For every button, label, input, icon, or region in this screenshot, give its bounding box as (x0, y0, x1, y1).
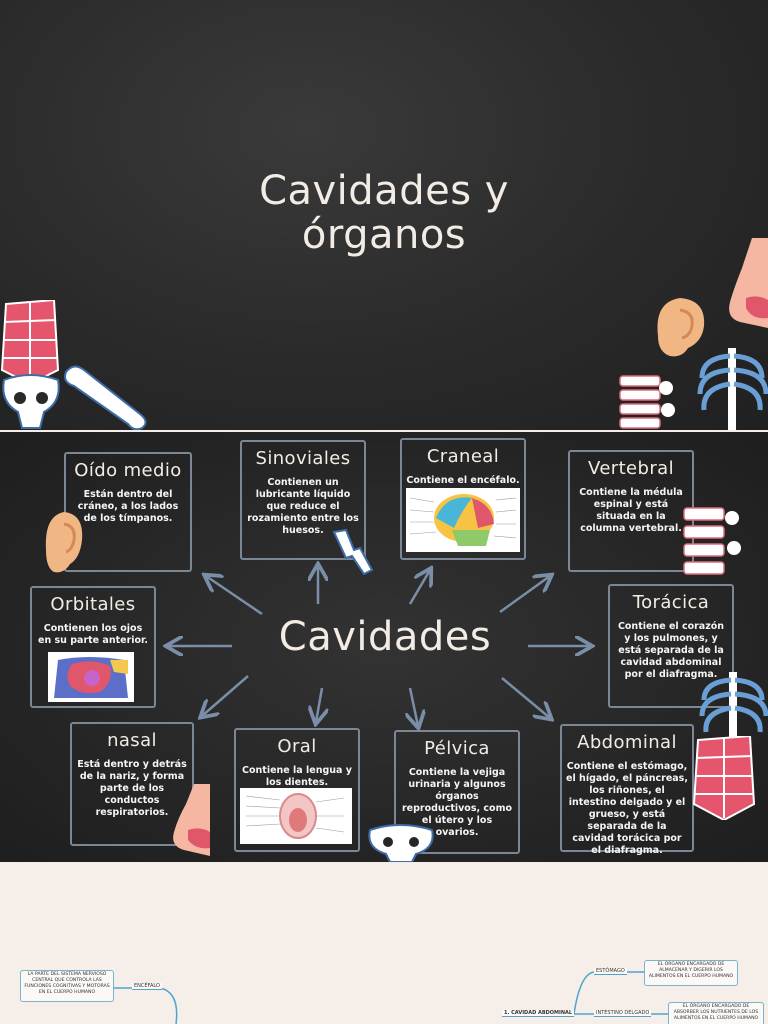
box-title: Sinoviales (255, 448, 351, 469)
box-text: Está dentro y detrás de la nariz, y form… (77, 759, 187, 818)
vertebra-icon (619, 375, 675, 429)
cavities-diagram-slide: Cavidades Oído medio Están dentro del cr… (0, 432, 768, 862)
box-text: Contienen un lubricante líquido que redu… (247, 477, 359, 536)
box-craneal: Craneal Contiene el encéfalo. (400, 438, 526, 560)
cavidad-abdominal-node: 1. CAVIDAD ABDOMINAL (502, 1010, 575, 1017)
arrow-to-pelvica (410, 687, 418, 726)
box-title: Oral (277, 736, 317, 757)
box-text: Contiene el encéfalo. (406, 475, 520, 486)
intestino-description-box: EL ÓRGANO ENCARGADO DE ABSORBER LOS NUTR… (668, 1002, 764, 1024)
mouth-diagram-image (240, 788, 352, 844)
box-title: Pélvica (424, 738, 490, 759)
arrow-to-nasal (202, 675, 249, 716)
arrow-to-oral (316, 687, 322, 722)
box-toracica: Torácica Contiene el corazón y los pulmo… (608, 584, 734, 708)
box-text: Contiene el corazón y los pulmones, y es… (617, 621, 725, 680)
box-text: Contiene la vejiga urinaria y algunos ór… (401, 767, 512, 838)
nose-icon (729, 238, 768, 328)
mind-map-connectors (114, 971, 668, 1024)
box-text: Contiene el estómago, el hígado, el pánc… (566, 761, 688, 856)
knee-joint-icon (332, 528, 374, 576)
arrow-to-oido-medio (206, 576, 263, 616)
skull-diagram-image (406, 488, 520, 552)
box-title: nasal (107, 730, 157, 751)
box-orbitales: Orbitales Contienen los ojos en su parte… (30, 586, 156, 708)
orbit-diagram-image (48, 652, 134, 702)
rib-cage-icon (699, 672, 768, 748)
diagram-arrows (0, 432, 768, 862)
ear-icon (45, 512, 83, 573)
box-title: Abdominal (577, 732, 677, 753)
ear-icon (657, 298, 705, 357)
abdominal-muscle-icon (692, 736, 756, 820)
arrow-to-abdominal (501, 677, 550, 718)
box-title: Craneal (426, 446, 500, 467)
box-oido-medio: Oído medio Están dentro del cráneo, a lo… (64, 452, 192, 572)
rib-cage-icon (697, 348, 768, 430)
box-pelvica: Pélvica Contiene la vejiga urinaria y al… (394, 730, 520, 854)
box-text: Contiene la médula espinal y está situad… (579, 487, 683, 534)
box-abdominal: Abdominal Contiene el estómago, el hígad… (560, 724, 694, 856)
mind-map-slide: LA PARTE DEL SISTEMA NERVIOSO CENTRAL QU… (0, 862, 768, 1024)
box-title: Torácica (632, 592, 710, 613)
title-slide: Cavidades y órganos (0, 0, 768, 430)
center-title: Cavidades (278, 614, 492, 660)
box-title: Orbitales (50, 594, 136, 615)
box-title: Oído medio (74, 460, 182, 481)
box-oral: Oral Contiene la lengua y los dientes. (234, 728, 360, 852)
box-text: Están dentro del cráneo, a los lados de … (77, 489, 179, 524)
title-line-1: Cavidades y (259, 168, 509, 214)
nose-icon (173, 784, 210, 856)
box-nasal: nasal Está dentro y detrás de la nariz, … (70, 722, 194, 846)
arrow-to-vertebral (499, 576, 550, 614)
box-text: Contienen los ojos en su parte anterior. (38, 623, 148, 646)
estomago-description-box: EL ÓRGANO ENCARGADO DE ALMACENAR Y DIGER… (644, 960, 738, 986)
brain-description-box: LA PARTE DEL SISTEMA NERVIOSO CENTRAL QU… (20, 970, 114, 1002)
pelvis-bone-icon (2, 374, 60, 429)
pelvis-bone-icon (368, 824, 434, 862)
box-text: Contiene la lengua y los dientes. (242, 765, 352, 788)
box-vertebral: Vertebral Contiene la médula espinal y e… (568, 450, 694, 572)
leg-bone-icon (64, 365, 147, 430)
intestino-delgado-node: INTESTINO DELGADO (594, 1010, 652, 1017)
encefalo-node: ENCÉFALO (132, 983, 162, 990)
title-line-2: órganos (301, 212, 467, 258)
vertebra-icon (683, 507, 741, 575)
arrow-to-craneal (408, 570, 430, 605)
estomago-node: ESTÓMAGO (594, 968, 627, 975)
box-sinoviales: Sinoviales Contienen un lubricante líqui… (240, 440, 366, 560)
box-title: Vertebral (588, 458, 674, 479)
